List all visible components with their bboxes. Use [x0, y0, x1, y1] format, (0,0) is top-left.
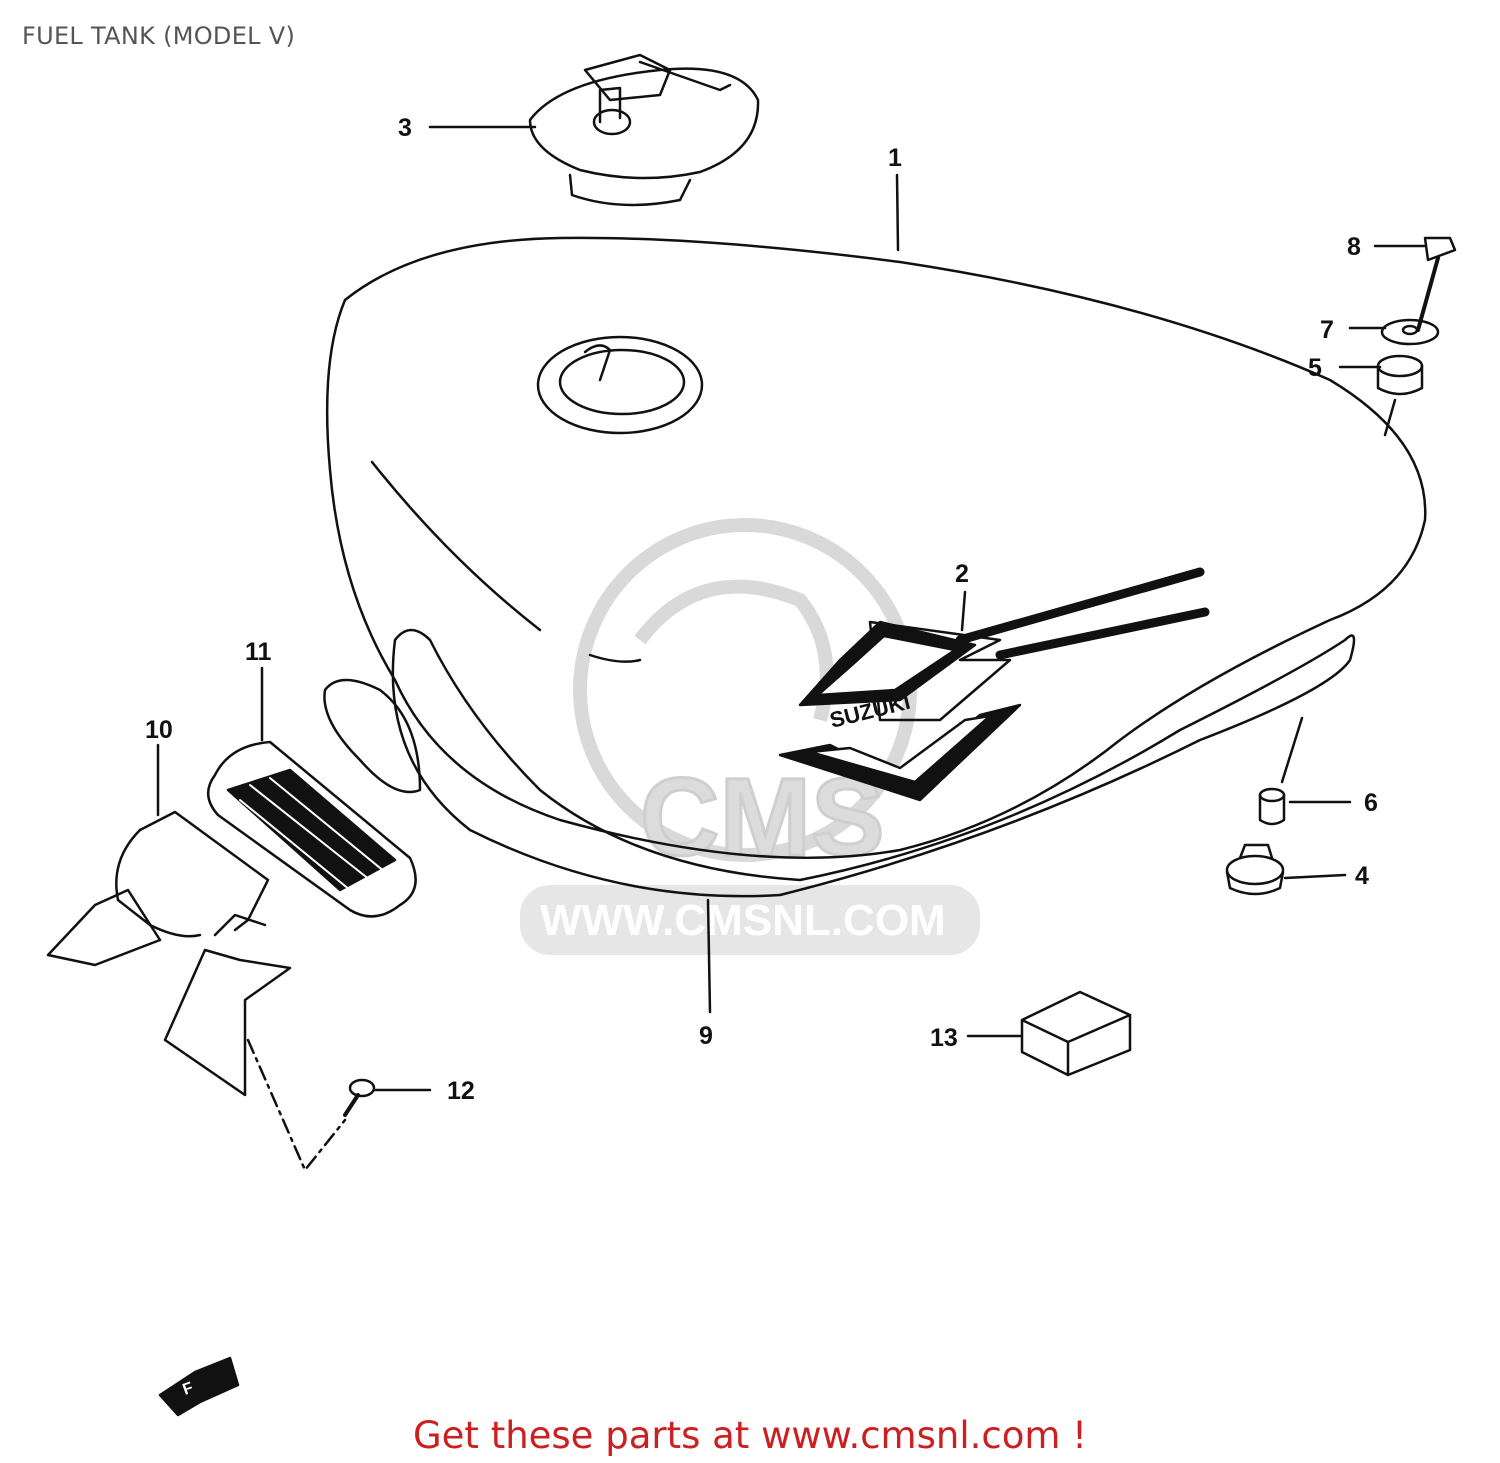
tank-stripe-loop	[323, 678, 422, 794]
watermark-url-bar	[520, 885, 980, 955]
callout-7: 7	[1320, 316, 1334, 344]
bolt	[1416, 236, 1457, 332]
tank-emblem: SUZUKI	[778, 567, 1210, 802]
filler-neck-tab	[583, 344, 612, 382]
watermark-mascot-face	[634, 579, 834, 722]
callout-4: 4	[1355, 862, 1369, 890]
callout-8: 8	[1347, 233, 1361, 261]
callout-labels: 1 2 3 4 5 6 7 8 9 10 11 12 13	[145, 114, 1378, 1105]
callout-13: 13	[930, 1024, 958, 1052]
fuel-tank-crease-2	[588, 653, 642, 663]
cushion	[1376, 354, 1424, 396]
callout-5: 5	[1308, 354, 1322, 382]
callout-10: 10	[145, 716, 173, 744]
washer-hole	[1401, 324, 1419, 336]
washer	[1380, 318, 1440, 346]
rear-cushion	[1225, 843, 1285, 896]
spacer	[1258, 787, 1286, 826]
cms-watermark: CMS WWW.CMSNL.COM	[520, 518, 980, 955]
cushion-block	[1020, 990, 1132, 1077]
fuel-tank-outline	[325, 236, 1427, 860]
knee-grip	[207, 740, 417, 918]
leader-9	[706, 898, 712, 1014]
fuel-tank-crease	[370, 460, 542, 632]
fuel-cap	[528, 53, 760, 207]
callout-9: 9	[699, 1022, 713, 1050]
callout-1: 1	[888, 144, 902, 172]
callout-6: 6	[1364, 789, 1378, 817]
leader-4	[1283, 873, 1347, 880]
knee-pad-holder	[46, 810, 292, 1097]
diagram-title: FUEL TANK (MODEL V)	[22, 22, 296, 50]
leader-6-up	[1280, 716, 1304, 784]
filler-neck-inner	[558, 348, 686, 416]
leader-5-down	[1383, 398, 1397, 437]
front-direction-arrow: F	[158, 1356, 240, 1417]
tank-stripe	[391, 628, 1356, 898]
callout-3: 3	[398, 114, 412, 142]
leader-2	[960, 590, 967, 632]
callout-12: 12	[447, 1077, 475, 1105]
callout-11: 11	[245, 638, 272, 666]
leader-1	[895, 173, 900, 252]
callout-2: 2	[955, 560, 969, 588]
screw-dashed-guide	[246, 1038, 347, 1172]
screw	[343, 1078, 376, 1117]
filler-neck-outer	[536, 335, 704, 435]
footer-link-text[interactable]: Get these parts at www.cmsnl.com !	[412, 1414, 1087, 1457]
watermark-url-text: WWW.CMSNL.COM	[540, 896, 946, 945]
